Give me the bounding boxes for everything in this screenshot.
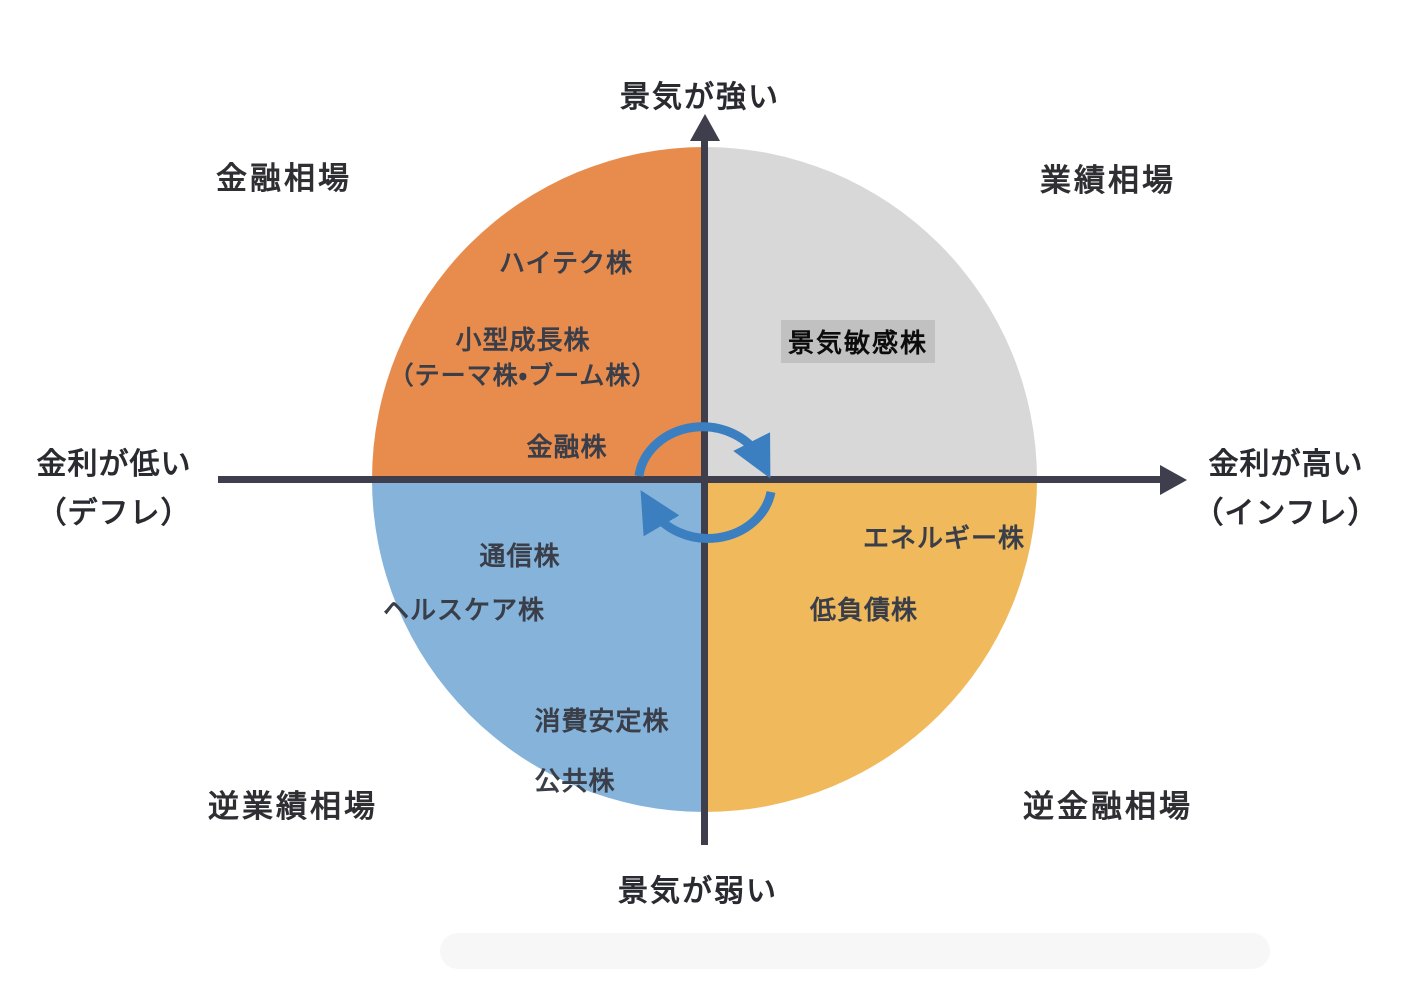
phase-title-reverse-earnings-market: 逆業績相場 — [208, 789, 378, 824]
item-hightech-stocks: ハイテク株 — [499, 248, 633, 278]
item-cyclical-stocks: 景気敏感株 — [780, 320, 936, 363]
item-healthcare-stocks: ヘルスケア株 — [382, 595, 546, 625]
phase-title-earnings-market: 業績相場 — [1040, 163, 1176, 198]
axis-label-rates-high-line1: 金利が高い — [1208, 448, 1364, 481]
footer-shade — [440, 933, 1270, 969]
item-energy-stocks: エネルギー株 — [862, 523, 1026, 553]
item-smallcap-growth-stocks: 小型成長株 — [455, 325, 591, 355]
axis-label-economy-weak: 景気が弱い — [618, 875, 778, 908]
vertical-axis-line — [701, 138, 708, 845]
axis-label-rates-low: 金利が低い （デフレ） — [14, 440, 214, 538]
horizontal-axis-line — [218, 476, 1162, 483]
item-theme-boom-stocks: （テーマ株・ブーム株） — [388, 362, 658, 390]
up-arrowhead-icon — [690, 114, 720, 141]
axis-label-economy-strong: 景気が強い — [620, 81, 780, 114]
axis-label-rates-high-line2: （インフレ） — [1193, 497, 1379, 530]
axis-label-rates-low-line1: 金利が低い — [36, 448, 192, 481]
item-consumer-staples-stocks: 消費安定株 — [534, 706, 670, 736]
axis-label-rates-low-line2: （デフレ） — [36, 497, 192, 530]
rotation-arrows-icon — [634, 422, 776, 543]
item-low-debt-stocks: 低負債株 — [809, 595, 919, 625]
item-utility-stocks: 公共株 — [534, 766, 616, 796]
axis-label-rates-high: 金利が高い （インフレ） — [1186, 440, 1386, 538]
phase-title-reverse-financial-market: 逆金融相場 — [1023, 789, 1193, 824]
item-telecom-stocks: 通信株 — [479, 541, 561, 571]
item-financial-stocks: 金融株 — [526, 432, 608, 462]
right-arrowhead-icon — [1160, 465, 1187, 495]
phase-title-financial-market: 金融相場 — [216, 161, 352, 196]
